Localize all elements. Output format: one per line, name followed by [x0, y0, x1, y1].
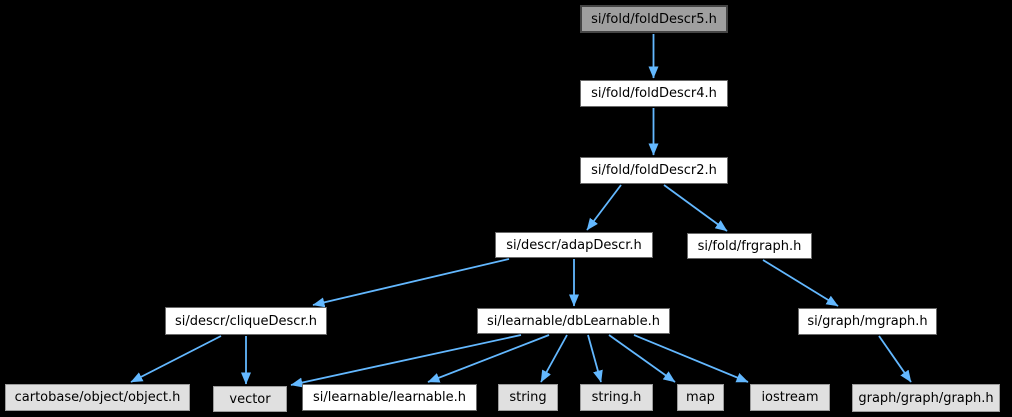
edge-dbLearnable-map: [608, 334, 676, 383]
node-cliqueDescr[interactable]: si/descr/cliqueDescr.h: [165, 307, 327, 335]
node-graphh: graph/graph/graph.h: [852, 384, 1000, 412]
edge-dbLearnable-iostream: [633, 334, 749, 383]
node-learnable[interactable]: si/learnable/learnable.h: [302, 384, 477, 411]
node-frgraph[interactable]: si/fold/frgraph.h: [687, 233, 812, 259]
node-dbLearnable[interactable]: si/learnable/dbLearnable.h: [477, 308, 670, 334]
edge-mgraph-graphh: [878, 335, 912, 383]
edge-dbLearnable-learnable: [427, 334, 550, 383]
node-object: cartobase/object/object.h: [5, 384, 190, 411]
node-iostream: iostream: [750, 384, 830, 411]
edge-dbLearnable-vector: [290, 334, 522, 388]
edge-frgraph-mgraph: [762, 259, 839, 307]
node-string: string: [498, 384, 558, 411]
node-adapDescr[interactable]: si/descr/adapDescr.h: [495, 232, 653, 258]
edge-dbLearnable-stringh: [587, 334, 603, 383]
node-mgraph[interactable]: si/graph/mgraph.h: [798, 308, 937, 335]
edge-dbLearnable-string: [540, 334, 568, 383]
edge-foldDescr2-frgraph: [663, 184, 728, 232]
node-foldDescr2[interactable]: si/fold/foldDescr2.h: [580, 157, 728, 184]
node-stringh: string.h: [580, 384, 653, 411]
edge-foldDescr2-adapDescr: [586, 184, 622, 231]
edge-cliqueDescr-object: [130, 335, 222, 383]
node-map: map: [677, 384, 724, 411]
edge-adapDescr-cliqueDescr: [312, 258, 510, 308]
node-foldDescr4[interactable]: si/fold/foldDescr4.h: [580, 80, 728, 107]
node-vector: vector: [213, 386, 287, 412]
node-foldDescr5: si/fold/foldDescr5.h: [580, 5, 728, 33]
